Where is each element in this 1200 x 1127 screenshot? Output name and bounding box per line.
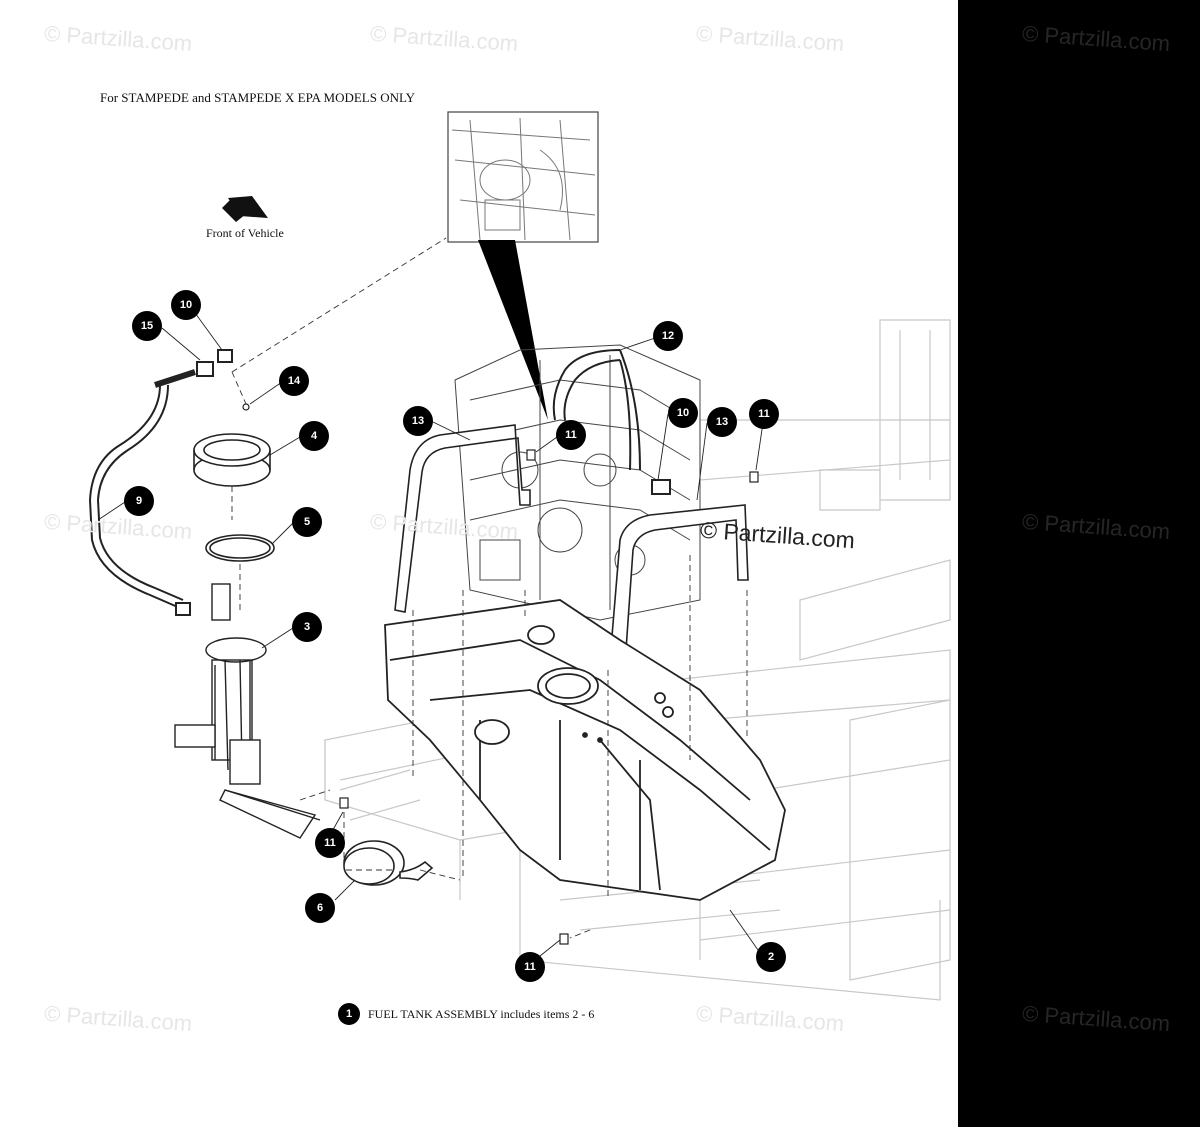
models-note: For STAMPEDE and STAMPEDE X EPA MODELS O… <box>100 90 416 105</box>
callout-3: 3 <box>292 612 322 642</box>
fuel-cap <box>343 840 434 886</box>
vent-hose <box>552 349 671 495</box>
footnote-callout-1: 1 <box>338 1003 360 1025</box>
leader-lines <box>231 237 748 939</box>
fuel-tank <box>384 599 786 901</box>
fasteners <box>242 403 759 945</box>
callout-13: 13 <box>403 406 433 436</box>
callout-10: 10 <box>171 290 201 320</box>
callout-leaders <box>97 305 765 961</box>
callout-11: 11 <box>749 399 779 429</box>
callout-9: 9 <box>124 486 154 516</box>
fuel-line <box>88 349 233 616</box>
callout-2: 2 <box>756 942 786 972</box>
callout-5: 5 <box>292 507 322 537</box>
callout-11: 11 <box>515 952 545 982</box>
callout-11: 11 <box>315 828 345 858</box>
callout-15: 15 <box>132 311 162 341</box>
callout-12: 12 <box>653 321 683 351</box>
callout-14: 14 <box>279 366 309 396</box>
assembly-footnote: 1 FUEL TANK ASSEMBLY includes items 2 - … <box>338 1003 594 1025</box>
callout-10: 10 <box>668 398 698 428</box>
footnote-text: FUEL TANK ASSEMBLY includes items 2 - 6 <box>368 1006 595 1021</box>
callout-13: 13 <box>707 407 737 437</box>
callout-6: 6 <box>305 893 335 923</box>
inset-view <box>447 111 599 420</box>
front-of-vehicle-label: Front of Vehicle <box>206 226 284 240</box>
callout-11: 11 <box>556 420 586 450</box>
chassis-frame <box>324 319 951 1001</box>
arrow-icon <box>222 196 268 222</box>
fuel-pump <box>174 583 321 839</box>
callout-4: 4 <box>299 421 329 451</box>
lock-ring-and-seal <box>193 433 275 562</box>
black-side-panel <box>958 0 1200 1127</box>
